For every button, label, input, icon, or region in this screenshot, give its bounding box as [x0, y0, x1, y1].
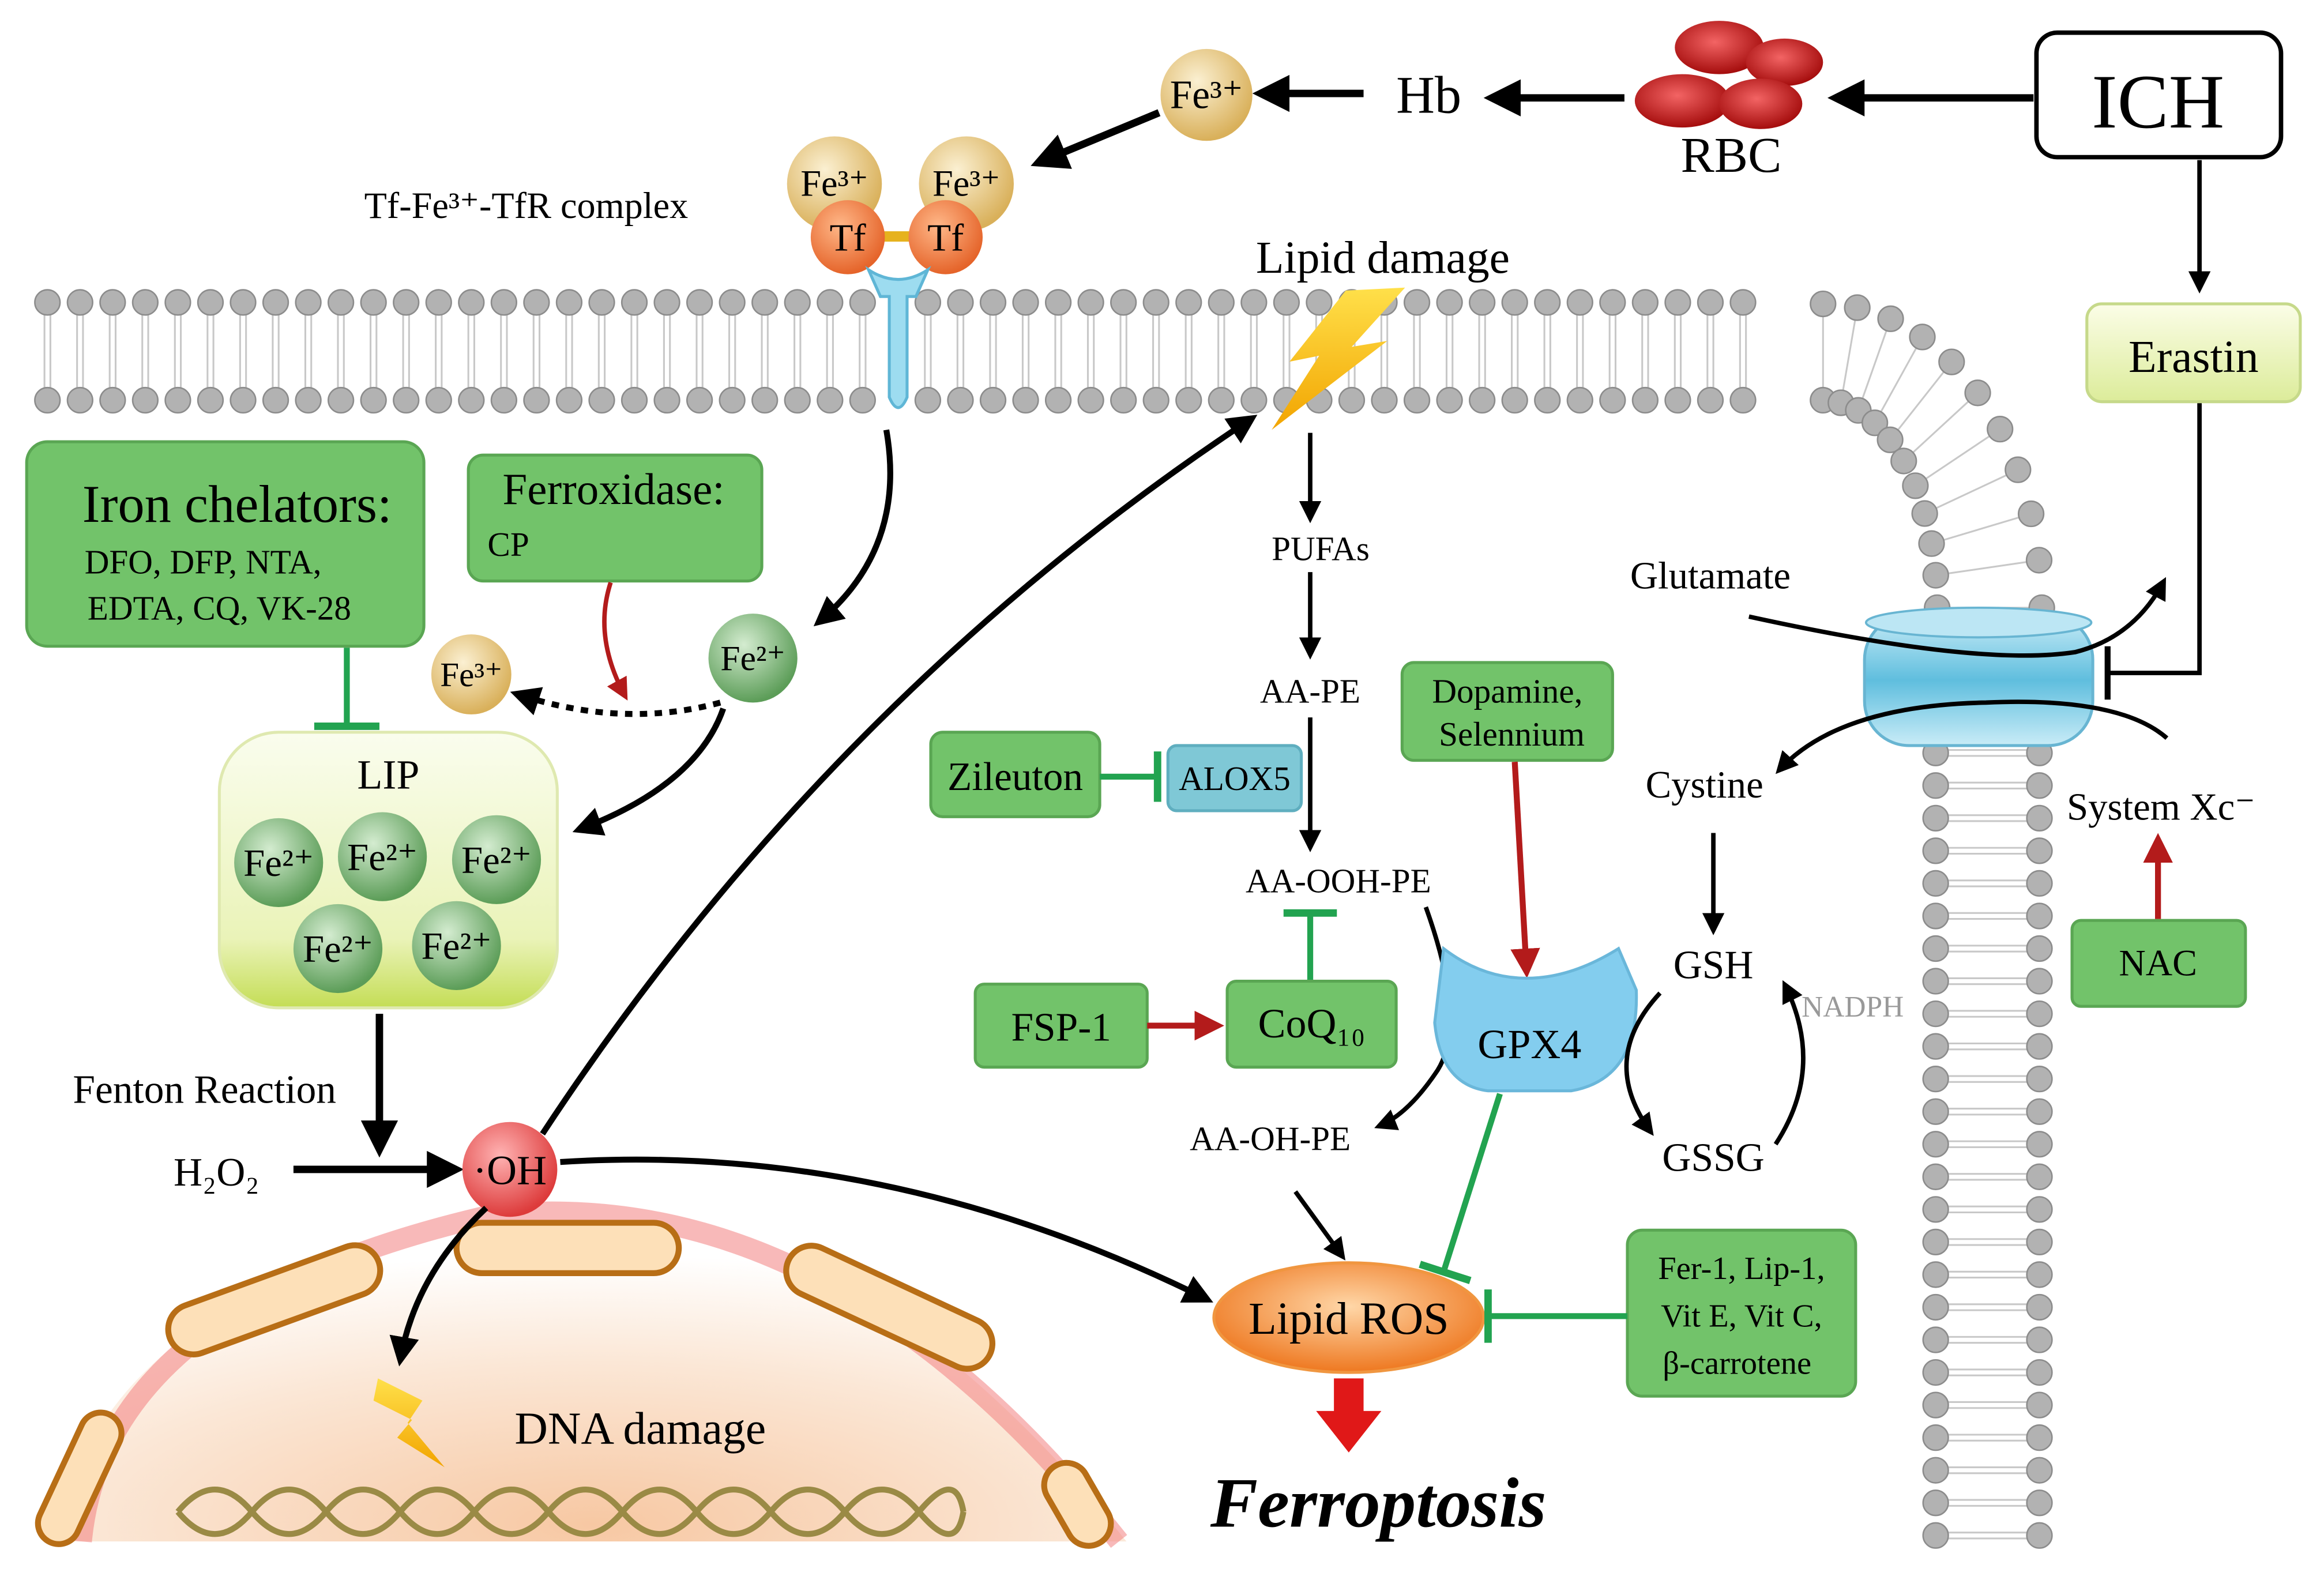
iron-chelators-line2: EDTA, CQ, VK-28 [88, 589, 351, 627]
lip-label: LIP [357, 751, 419, 797]
aa-oh-pe-label: AA-OH-PE [1190, 1120, 1351, 1158]
lip-fe2-label: Fe²⁺ [461, 839, 532, 882]
lip-fe2-ion [293, 904, 383, 994]
zileuton-label: Zileuton [947, 755, 1083, 799]
ferroptosis-label: Ferroptosis [1210, 1463, 1547, 1542]
fe3-free-label: Fe³⁺ [1170, 73, 1243, 118]
fe3-free-ion [1160, 48, 1253, 141]
ferroxidase-box [467, 453, 764, 583]
erastin-label: Erastin [2129, 332, 2259, 382]
rbc-label: RBC [1681, 127, 1782, 183]
hydroxyl-label: ·OH [473, 1148, 547, 1194]
lip-fe2-ion [337, 812, 427, 901]
fsp1-label: FSP-1 [1011, 1005, 1111, 1049]
lip-fe2-label: Fe²⁺ [347, 836, 418, 879]
gpx4-enzyme-icon [1433, 946, 1638, 1093]
lipid-ros-label: Lipid ROS [1249, 1293, 1449, 1344]
inhibitors-line2: Vit E, Vit C, [1661, 1298, 1822, 1334]
glutamate-label: Glutamate [1630, 554, 1791, 597]
lipid-ros-node [1212, 1261, 1486, 1374]
nac-label: NAC [2119, 942, 2197, 983]
gssg-label: GSSG [1662, 1136, 1764, 1180]
fe3-left-label: Fe³⁺ [800, 163, 868, 204]
rbc-cluster-icon [1634, 21, 1823, 129]
fe2-free-ion [708, 614, 798, 703]
inhibitors-box [1626, 1228, 1857, 1398]
lip-fe2-ion [412, 901, 501, 990]
lipid-damage-label: Lipid damage [1256, 232, 1510, 283]
dna-damage-label: DNA damage [514, 1403, 766, 1454]
ferroxidase-title: Ferroxidase: [502, 464, 724, 514]
hb-label: Hb [1396, 66, 1461, 125]
iron-chelators-box [25, 440, 426, 648]
aa-ooh-pe-label: AA-OOH-PE [1246, 862, 1431, 900]
hydroxyl-radical [462, 1122, 558, 1217]
ferroxidase-line1: CP [487, 525, 529, 563]
tf-left-label: Tf [830, 216, 867, 259]
h2o2-label: H₂O₂ [174, 1150, 260, 1195]
gsh-label: GSH [1674, 943, 1754, 987]
nadph-label: NADPH [1802, 991, 1904, 1024]
alox5-box [1166, 744, 1303, 812]
inhibitors-line1: Fer-1, Lip-1, [1658, 1251, 1825, 1286]
dopamine-line1: Dopamine, [1432, 672, 1582, 710]
iron-chelators-title: Iron chelators: [82, 475, 392, 534]
erastin-box [2085, 302, 2302, 404]
lip-fe2-label: Fe²⁺ [243, 842, 314, 885]
system-xc-label: System Xc⁻ [2067, 785, 2255, 828]
coq10-label: CoQ₁₀ [1258, 1000, 1366, 1047]
fe3-right-label: Fe³⁺ [932, 163, 1000, 204]
aa-pe-label: AA-PE [1260, 672, 1360, 710]
cystine-label: Cystine [1646, 763, 1763, 806]
system-xc-channel [1863, 606, 2094, 747]
dna-helix [175, 1486, 967, 1537]
dna-damage-bolt-icon [373, 1378, 445, 1468]
tf-complex [787, 136, 1014, 409]
gpx4-label: GPX4 [1477, 1021, 1581, 1067]
iron-chelators-line1: DFO, DFP, NTA, [85, 543, 322, 581]
lip-fe2-ion [234, 818, 324, 908]
fe2-free-label: Fe²⁺ [720, 639, 785, 678]
alox5-label: ALOX5 [1179, 759, 1291, 797]
inhibitors-line3: β-carrotene [1663, 1346, 1811, 1382]
dopamine-box [1400, 661, 1614, 762]
coq10-box [1225, 979, 1398, 1069]
ich-label: ICH [2092, 59, 2224, 144]
nac-box [2070, 919, 2247, 1008]
dopamine-line2: Selennium [1439, 715, 1585, 753]
tf-complex-label: Tf-Fe³⁺-TfR complex [364, 185, 689, 226]
pufas-label: PUFAs [1272, 530, 1370, 568]
tf-right-label: Tf [927, 216, 964, 259]
fenton-reaction-label: Fenton Reaction [73, 1067, 336, 1112]
lip-fe2-ion [452, 815, 541, 904]
lip-fe2-label: Fe²⁺ [303, 928, 373, 970]
lip-fe2-label: Fe²⁺ [422, 925, 492, 968]
lipid-damage-bolt-icon [1272, 287, 1405, 430]
ich-box [2034, 30, 2284, 160]
fe3-small-label: Fe³⁺ [440, 656, 502, 694]
cell-membrane [34, 289, 2055, 1549]
nucleus [35, 1201, 1127, 1549]
fe3-small-ion [431, 634, 512, 714]
lip-iron-ions: Fe²⁺ Fe²⁺ Fe²⁺ Fe²⁺ Fe²⁺ [234, 812, 541, 994]
ferroptosis-arrow-icon [1316, 1378, 1382, 1453]
